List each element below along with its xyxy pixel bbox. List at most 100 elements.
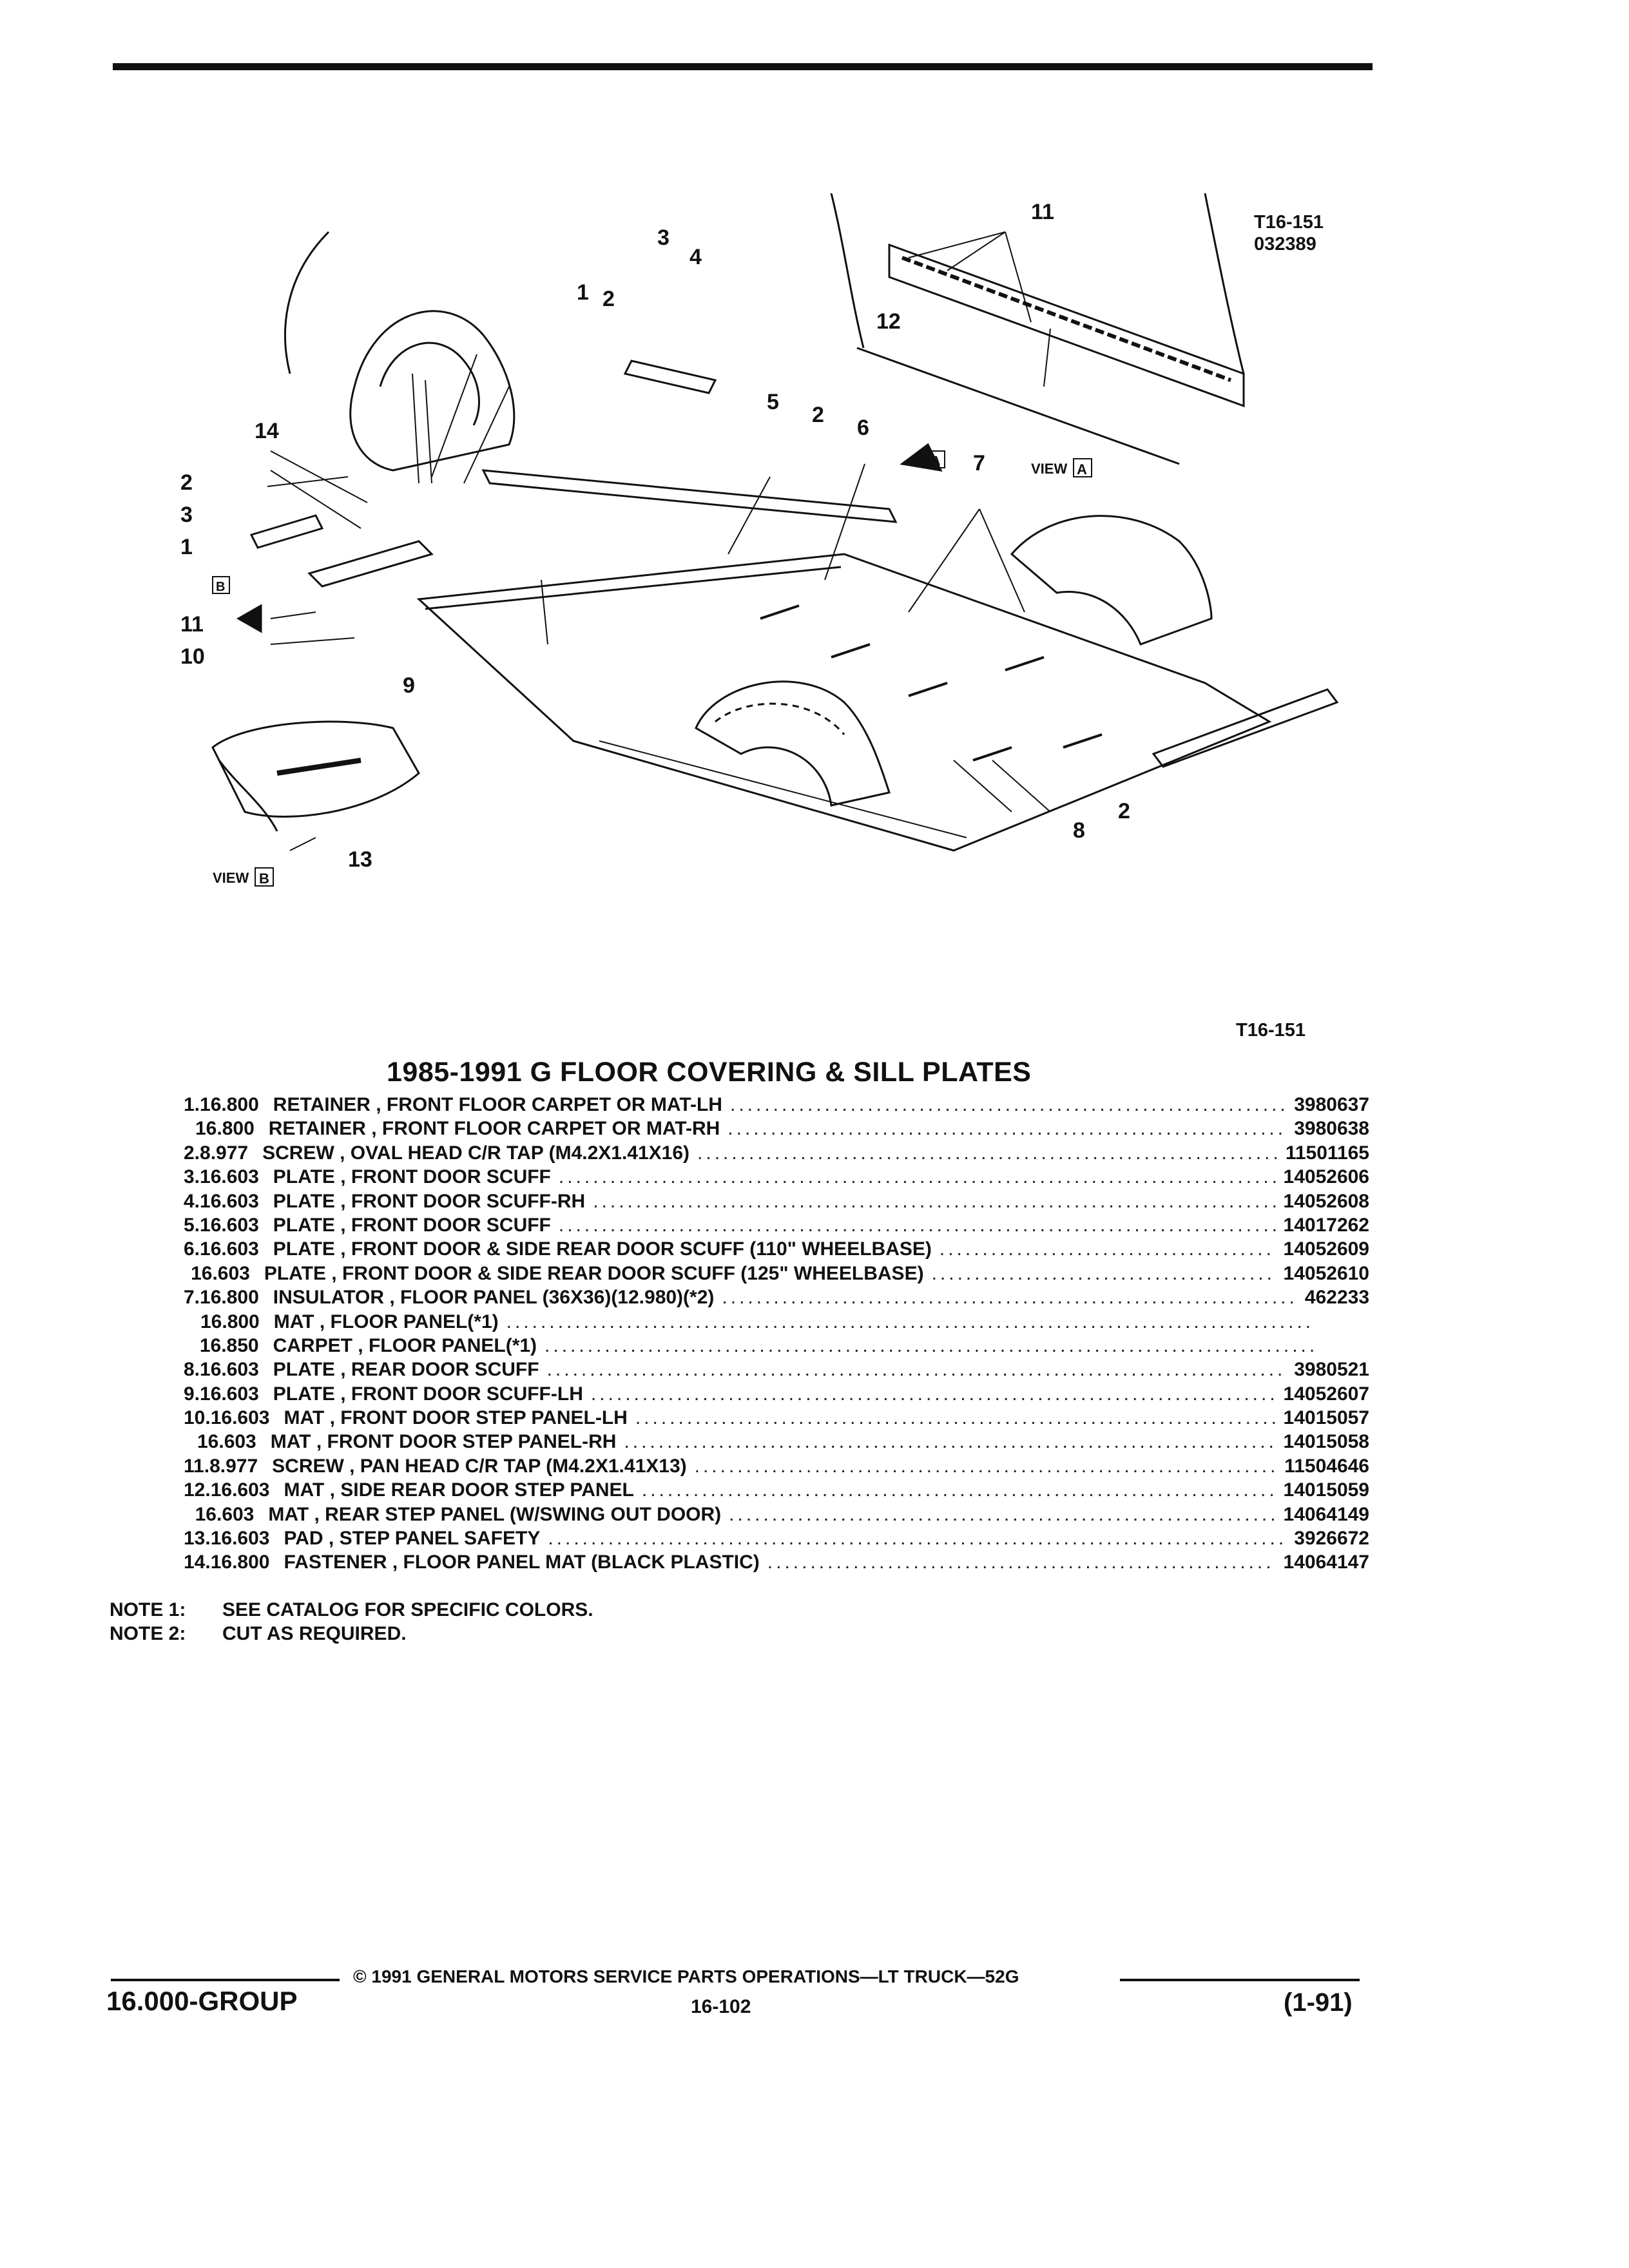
part-number: 3926672 (1294, 1528, 1369, 1550)
part-number-index: 12. (184, 1479, 211, 1501)
part-description: PLATE , FRONT DOOR SCUFF (273, 1166, 551, 1188)
note-row: NOTE 2: CUT AS REQUIRED. (110, 1622, 593, 1646)
part-row: 14.16.800 FASTENER , FLOOR PANEL MAT (BLA… (184, 1552, 1369, 1575)
parts-list: 1. 16.800 RETAINER , FRONT FLOOR CARPET OR… (184, 1094, 1369, 1576)
view-b-letter: B (259, 870, 269, 887)
dot-leader (695, 1456, 1277, 1477)
figure-date-code: 032389 (1254, 234, 1316, 255)
part-number: 3980638 (1294, 1118, 1369, 1140)
part-row: 16.603 PLATE , FRONT DOOR & SIDE REAR DOO… (184, 1263, 1369, 1287)
part-number-index: 9. (184, 1383, 200, 1405)
dot-leader (729, 1504, 1275, 1526)
note-text: SEE CATALOG FOR SPECIFIC COLORS. (222, 1599, 593, 1620)
part-group-code: 16.603 (191, 1262, 250, 1284)
view-b-arrow-letter: B (216, 580, 225, 594)
part-number: 14052609 (1283, 1238, 1369, 1260)
note-label: NOTE 1: (110, 1599, 186, 1620)
part-description: PLATE , REAR DOOR SCUFF (273, 1359, 539, 1381)
notes: NOTE 1:SEE CATALOG FOR SPECIFIC COLORS. … (110, 1598, 593, 1646)
dot-leader (593, 1191, 1275, 1213)
part-description: SCREW , OVAL HEAD C/R TAP (M4.2X1.41X16) (262, 1142, 690, 1164)
view-b-arrow-box (212, 576, 230, 594)
dot-leader (728, 1118, 1286, 1140)
callout-13: 13 (348, 847, 372, 872)
callout-1-upper: 1 (577, 280, 589, 305)
part-group-code: 16.603 (200, 1190, 259, 1212)
view-b-inset (211, 720, 420, 832)
footer-copyright: © 1991 GENERAL MOTORS SERVICE PARTS OPER… (353, 1966, 1019, 1986)
note-text: CUT AS REQUIRED. (222, 1623, 407, 1644)
dot-leader (559, 1215, 1276, 1236)
part-description: PLATE , FRONT DOOR SCUFF-RH (273, 1190, 586, 1212)
footer-page-number: 16-102 (691, 1996, 751, 2017)
part-group-code: 16.603 (195, 1503, 255, 1525)
note-label: NOTE 2: (110, 1623, 186, 1644)
part-description: PLATE , FRONT DOOR SCUFF-LH (273, 1383, 583, 1405)
callout-2-left: 2 (180, 470, 193, 495)
part-number: 3980637 (1294, 1094, 1369, 1115)
view-b-label: VIEW (213, 870, 249, 886)
dot-leader (730, 1094, 1286, 1116)
part-description: INSULATOR , FLOOR PANEL (36X36)(12.980)(… (273, 1287, 715, 1309)
part-number: 14064149 (1283, 1503, 1369, 1525)
part-number-index: 11. (184, 1455, 210, 1477)
view-b-arrow-icon (236, 604, 262, 633)
part-group-code: 16.800 (195, 1118, 255, 1140)
part-group-code: 16.603 (210, 1479, 270, 1501)
callout-2-mid: 2 (812, 403, 824, 427)
callout-11-upper: 11 (1031, 200, 1054, 224)
part-number-index: 6. (184, 1238, 200, 1260)
part-description: PLATE , FRONT DOOR & SIDE REAR DOOR SCUF… (264, 1262, 924, 1284)
dot-leader (635, 1407, 1276, 1429)
floor-panel (416, 553, 1272, 852)
part-number-index: 8. (184, 1359, 200, 1381)
footer-rule-left (111, 1979, 340, 1981)
right-wheelhouse (1010, 515, 1213, 646)
part-group-code: 16.603 (200, 1359, 259, 1381)
part-group-code: 16.603 (200, 1214, 259, 1236)
callout-8: 8 (1073, 818, 1085, 843)
dot-leader (932, 1263, 1276, 1285)
part-group-code: 16.603 (197, 1431, 256, 1453)
part-group-code: 16.800 (210, 1552, 270, 1573)
part-number: 14015057 (1283, 1407, 1369, 1429)
part-number-index: 14. (184, 1552, 211, 1573)
part-number: 11504646 (1284, 1455, 1369, 1477)
dot-leader (506, 1311, 1313, 1333)
note-row: NOTE 1: SEE CATALOG FOR SPECIFIC COLORS. (110, 1598, 593, 1622)
callout-10: 10 (180, 644, 205, 669)
part-group-code: 16.603 (210, 1407, 270, 1429)
dot-leader (940, 1238, 1276, 1260)
part-description: SCREW , PAN HEAD C/R TAP (M4.2X1.41X13) (272, 1455, 687, 1477)
dot-leader (767, 1552, 1276, 1573)
side-sill-plate (481, 469, 1339, 768)
dot-leader (547, 1359, 1287, 1381)
floor-covering-diagram: 11 12 3 4 1 2 5 2 6 7 14 2 3 1 11 10 9 2… (180, 193, 1339, 887)
view-a-box (1073, 458, 1092, 477)
part-group-code: 16.603 (200, 1383, 259, 1405)
part-number-index: 4. (184, 1190, 200, 1212)
part-description: RETAINER , FRONT FLOOR CARPET OR MAT-RH (268, 1118, 720, 1140)
dot-leader (722, 1287, 1296, 1309)
part-description: FASTENER , FLOOR PANEL MAT (BLACK PLASTI… (284, 1552, 760, 1573)
part-description: PLATE , FRONT DOOR & SIDE REAR DOOR SCUF… (273, 1238, 932, 1260)
view-a-label: VIEW (1031, 461, 1067, 477)
rear-wheelhouse (695, 680, 891, 807)
callout-7: 7 (973, 451, 985, 476)
footer-rule-right (1120, 1979, 1360, 1981)
part-number-index: 2. (184, 1142, 200, 1164)
figure-code: T16-151 (1254, 212, 1324, 233)
callout-9: 9 (403, 673, 415, 698)
part-group-code: 16.603 (200, 1166, 259, 1188)
dot-leader (624, 1431, 1275, 1453)
part-number-index: 1. (184, 1094, 200, 1115)
engine-cover (284, 231, 516, 472)
dot-leader (697, 1142, 1278, 1164)
